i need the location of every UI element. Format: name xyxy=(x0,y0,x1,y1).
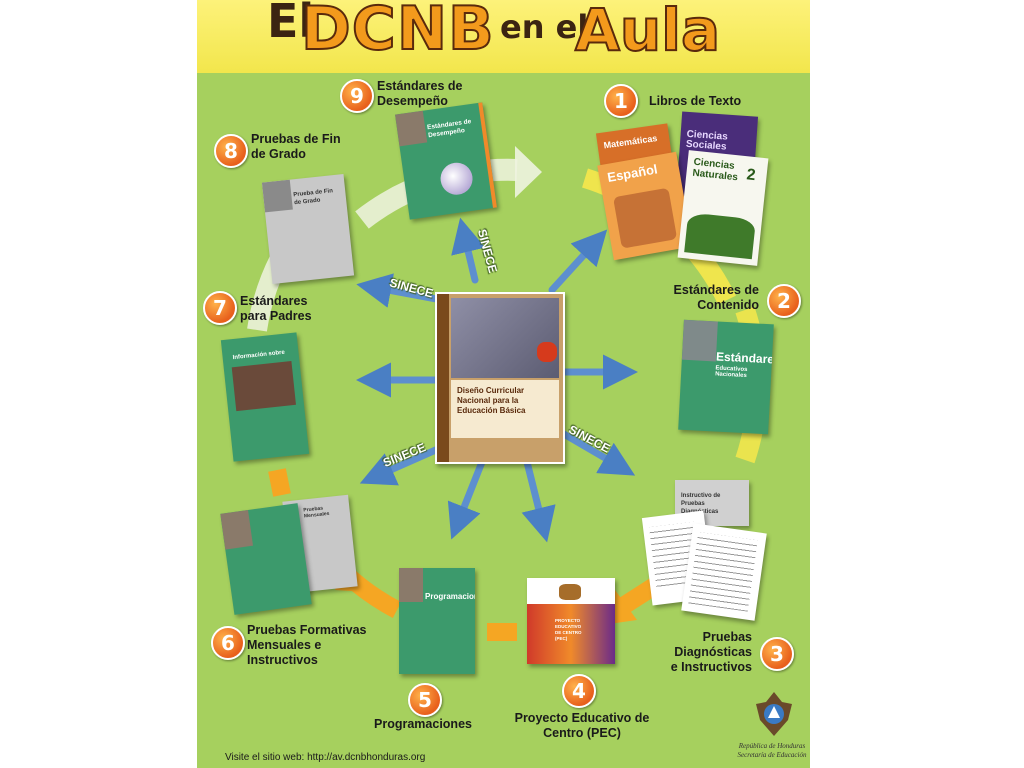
title-el: El xyxy=(267,0,315,48)
step-1-badge: 1 xyxy=(604,84,638,118)
step-7-label: Estándares para Padres xyxy=(240,294,312,323)
title-banner: El DCNB en el Aula xyxy=(197,0,810,73)
step-4-label: Proyecto Educativo de Centro (PEC) xyxy=(514,711,650,740)
step-2-badge: 2 xyxy=(767,284,801,318)
book-diseno-curricular: Diseño Curricular Nacional para la Educa… xyxy=(435,292,565,464)
book-estandares-padres: Información sobre xyxy=(220,332,310,462)
naturales-title: Ciencias Naturales xyxy=(691,156,739,184)
step-2-label: Estándares de Contenido xyxy=(673,283,759,312)
sinece-arrow-down-right xyxy=(553,426,636,476)
book-estandares-desempeno: Estándares de Desempeño xyxy=(395,102,497,220)
ring-arrowhead-9-1 xyxy=(515,146,542,198)
center-book-line3: Educación Básica xyxy=(457,406,526,415)
informacion-title: Información sobre xyxy=(232,349,286,362)
step-5-badge: 5 xyxy=(408,683,442,717)
step-6-label: Pruebas Formativas Mensuales e Instructi… xyxy=(247,623,367,667)
step-8-label: Pruebas de Fin de Grado xyxy=(251,132,341,161)
title-aula: Aula xyxy=(574,0,721,65)
book-ciencias-naturales: Ciencias Naturales 2 xyxy=(677,150,769,266)
naturales-grade: 2 xyxy=(745,166,757,185)
programaciones-title: Programaciones xyxy=(425,592,475,601)
center-book-line1: Diseño Curricular xyxy=(457,386,525,395)
seal-caption: República de Honduras Secretaría de Educ… xyxy=(737,742,807,759)
step-3-label: Pruebas Diagnósticas e Instructivos xyxy=(670,630,752,674)
pruebas-mensuales-title: Pruebas Mensuales xyxy=(303,505,330,520)
center-book-line2: Nacional para la xyxy=(457,396,519,405)
step-9-label: Estándares de Desempeño xyxy=(377,79,463,108)
step-9-badge: 9 xyxy=(340,79,374,113)
footer-website: Visite el sitio web: http://av.dcnbhondu… xyxy=(225,752,426,763)
step-1-label: Libros de Texto xyxy=(649,94,742,108)
estandares-contenido-title: Estándares xyxy=(715,349,774,367)
sinece-arrow-down xyxy=(447,458,486,540)
book-prueba-fin-grado: Prueba de Fin de Grado xyxy=(261,173,355,285)
step-6-badge: 6 xyxy=(211,626,245,660)
espanol-title: Español xyxy=(606,161,659,185)
book-pruebas-formativas xyxy=(220,503,312,615)
book-pec: PROYECTO EDUCATIVO DE CENTRO (PEC) xyxy=(527,578,615,664)
step-7-badge: 7 xyxy=(203,291,237,325)
honduras-seal-icon xyxy=(756,692,792,736)
title-en-el: en el xyxy=(500,8,589,46)
sinece-arrow-up-right xyxy=(548,229,608,294)
ring-arrow-6-7 xyxy=(268,468,291,497)
poster: El DCNB en el Aula xyxy=(197,0,810,768)
step-8-badge: 8 xyxy=(214,134,248,168)
prueba-fin-title: Prueba de Fin de Grado xyxy=(293,188,334,207)
step-3-badge: 3 xyxy=(760,637,794,671)
matematicas-title: Matemáticas xyxy=(603,133,658,151)
estandares-contenido-sub: Educativos Nacionales xyxy=(714,365,748,380)
sinece-arrow-down-2 xyxy=(521,458,556,543)
pec-title: PROYECTO EDUCATIVO DE CENTRO (PEC) xyxy=(555,618,582,641)
estandares-desempeno-title: Estándares de Desempeño xyxy=(426,118,472,140)
sinece-arrow-up xyxy=(451,217,486,284)
sinece-arrow-up-left xyxy=(356,273,446,308)
book-programaciones: Programaciones xyxy=(399,568,475,674)
step-4-badge: 4 xyxy=(562,674,596,708)
title-dcnb: DCNB xyxy=(300,0,495,65)
sheet-diagnostica-2 xyxy=(681,523,767,621)
book-estandares-contenido: Estándares Educativos Nacionales xyxy=(678,319,774,435)
step-5-label: Programaciones xyxy=(374,717,472,731)
